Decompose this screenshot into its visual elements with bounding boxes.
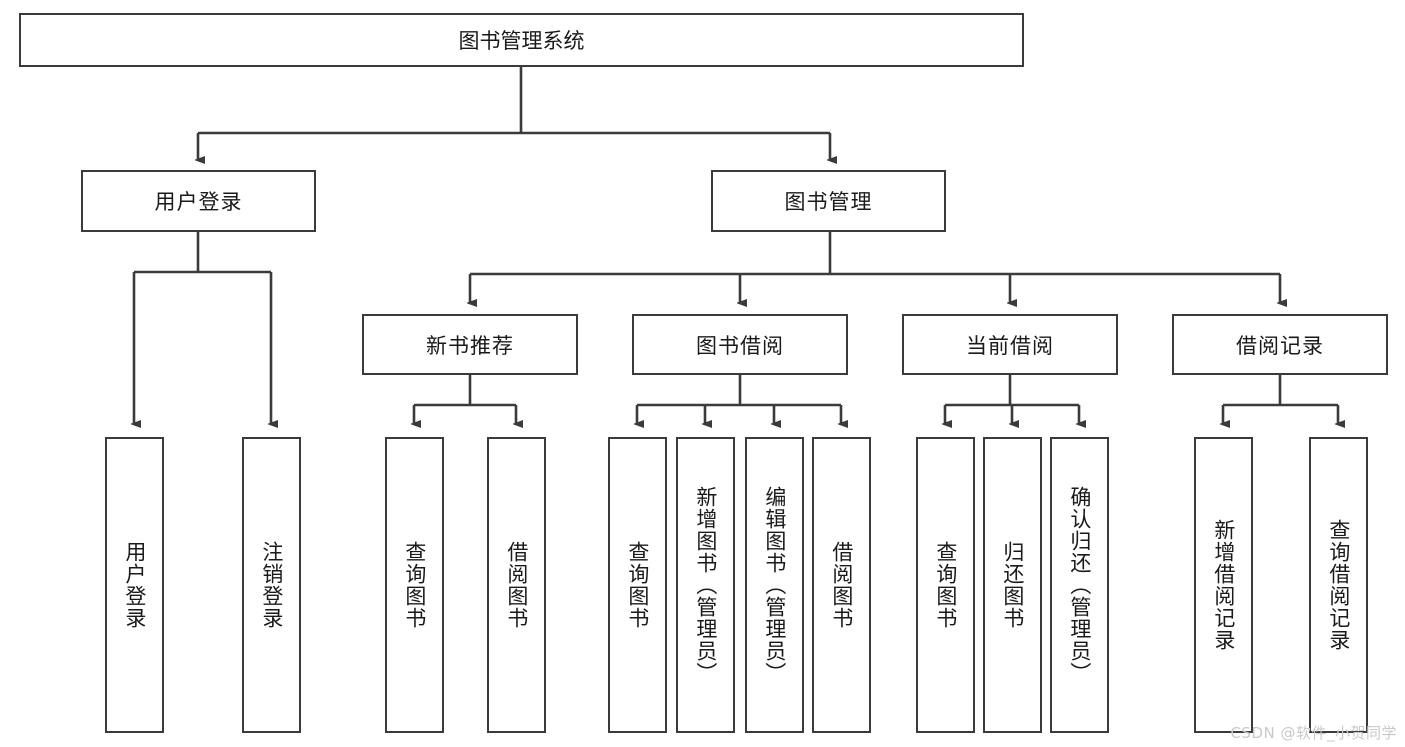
leaf-label: 查询图书: [933, 541, 958, 629]
leaf-label: 注销登录: [259, 541, 284, 629]
node-new-book-recommend[interactable]: 新书推荐: [362, 314, 578, 375]
leaf-label: 借阅图书: [504, 541, 529, 629]
leaf-label: 用户登录: [122, 541, 147, 629]
leaf-user-login-login[interactable]: 用户登录: [105, 437, 164, 733]
node-new-book-recommend-label: 新书推荐: [426, 333, 514, 358]
leaf-label: 归还图书: [1000, 541, 1025, 629]
node-borrow-record-label: 借阅记录: [1236, 333, 1324, 358]
node-book-management-label: 图书管理: [784, 190, 873, 214]
leaf-record-query-record[interactable]: 查询借阅记录: [1309, 437, 1368, 733]
node-book-borrow[interactable]: 图书借阅: [632, 314, 848, 375]
node-current-borrow-label: 当前借阅: [966, 333, 1054, 358]
leaf-user-login-logout[interactable]: 注销登录: [242, 437, 301, 733]
leaf-borrow-query-book[interactable]: 查询图书: [608, 437, 667, 733]
node-book-borrow-label: 图书借阅: [696, 333, 784, 358]
node-user-login-label: 用户登录: [154, 190, 243, 214]
leaf-borrow-add-book[interactable]: 新增图书（管理员）: [676, 437, 735, 733]
leaf-current-query-book[interactable]: 查询图书: [916, 437, 975, 733]
leaf-label: 查询图书: [402, 541, 427, 629]
leaf-current-confirm-return[interactable]: 确认归还（管理员）: [1050, 437, 1109, 733]
leaf-label: 查询图书: [625, 541, 650, 629]
leaf-recommend-query-book[interactable]: 查询图书: [385, 437, 444, 733]
leaf-borrow-edit-book[interactable]: 编辑图书（管理员）: [745, 437, 804, 733]
leaf-label: 新增图书（管理员）: [693, 486, 718, 684]
leaf-label: 新增借阅记录: [1211, 519, 1236, 651]
leaf-label: 借阅图书: [829, 541, 854, 629]
leaf-borrow-borrow-book[interactable]: 借阅图书: [812, 437, 871, 733]
node-book-management[interactable]: 图书管理: [711, 170, 946, 232]
leaf-current-return-book[interactable]: 归还图书: [983, 437, 1042, 733]
node-borrow-record[interactable]: 借阅记录: [1172, 314, 1388, 375]
node-root-label: 图书管理系统: [458, 29, 585, 53]
leaf-recommend-borrow-book[interactable]: 借阅图书: [487, 437, 546, 733]
leaf-record-add-record[interactable]: 新增借阅记录: [1194, 437, 1253, 733]
node-root[interactable]: 图书管理系统: [19, 13, 1024, 67]
watermark: CSDN @软件_小贺同学: [1230, 724, 1397, 742]
leaf-label: 查询借阅记录: [1326, 519, 1351, 651]
leaf-label: 确认归还（管理员）: [1067, 486, 1092, 684]
node-current-borrow[interactable]: 当前借阅: [902, 314, 1118, 375]
leaf-label: 编辑图书（管理员）: [762, 486, 787, 684]
node-user-login[interactable]: 用户登录: [81, 170, 316, 232]
